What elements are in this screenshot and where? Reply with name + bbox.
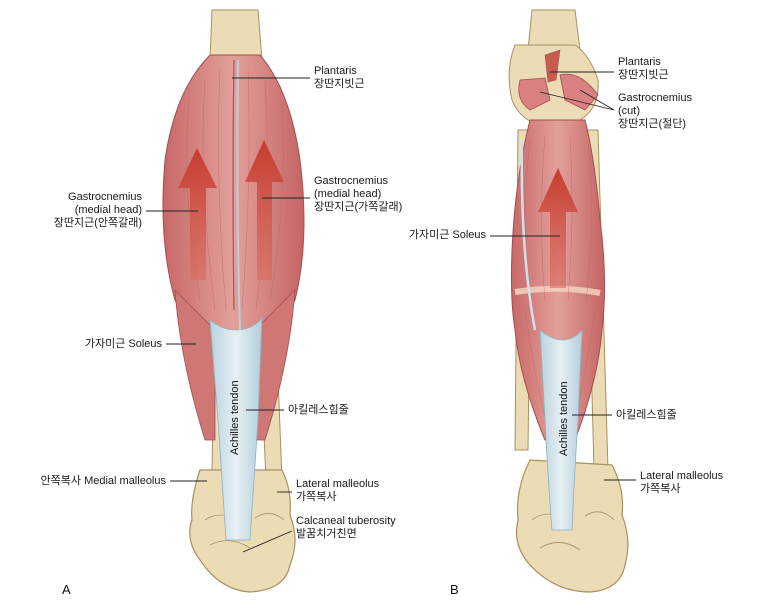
label-calcaneal-en-a: Calcaneal tuberosity [296, 515, 396, 527]
panel-letter-b: B [450, 582, 459, 597]
label-gastro-medial-en2-a: (medial head) [314, 188, 382, 200]
label-plantaris-a: Plantaris 장딴지빗근 [314, 65, 365, 91]
label-plantaris-b: Plantaris 장딴지빗근 [618, 56, 669, 82]
label-lateral-malleolus-en-b: Lateral malleolus [640, 470, 724, 482]
panel-letter-a: A [62, 582, 71, 597]
panel-a-drawing: Achilles tendon [146, 9, 310, 593]
arrow-right-a [245, 140, 284, 280]
soleus-a [174, 288, 296, 441]
label-plantaris-en-a: Plantaris [314, 65, 357, 77]
label-calcaneal-a: Calcaneal tuberosity 발꿈치거친면 [296, 515, 396, 541]
label-gastro-medial-en1-a: Gastrocnemius [314, 175, 388, 187]
femur-bone-b [527, 9, 581, 51]
label-achilles-ko-b: 아킬레스힘줄 [616, 409, 677, 421]
label-plantaris-en-b: Plantaris [618, 56, 661, 68]
label-lateral-malleolus-a: Lateral malleolus 가쪽복사 [296, 478, 379, 504]
label-gastro-cut-en1-b: Gastrocnemius [618, 92, 692, 104]
label-lateral-malleolus-en-a: Lateral malleolus [296, 478, 380, 490]
achilles-tendon-b [539, 328, 583, 531]
label-gastro-cut-ko-b: 장딴지근(절단) [618, 118, 687, 130]
achilles-tendon-label-a: Achilles tendon [229, 380, 241, 455]
label-plantaris-ko-a: 장딴지빗근 [314, 78, 365, 90]
panel-b-drawing: Achilles tendon [490, 9, 636, 593]
achilles-tendon-label-b: Achilles tendon [558, 381, 570, 456]
label-lateral-malleolus-b: Lateral malleolus 가쪽복사 [640, 470, 723, 496]
label-gastro-left-en2-a: (medial head) [74, 204, 142, 216]
label-calcaneal-ko-a: 발꿈치거친면 [296, 528, 357, 540]
arrow-left-a [178, 148, 217, 280]
label-gastro-medial-right-a: Gastrocnemius (medial head) 장딴지근(가쪽갈래) [314, 175, 402, 214]
plantaris-muscle-b [544, 49, 561, 83]
label-plantaris-ko-b: 장딴지빗근 [618, 69, 669, 81]
arrow-b [538, 168, 578, 288]
label-gastro-left-en1-a: Gastrocnemius [68, 191, 142, 203]
label-lateral-malleolus-ko-a: 가쪽복사 [296, 491, 337, 503]
femur-bone-a [209, 9, 263, 61]
label-gastro-cut-b: Gastrocnemius (cut) 장딴지근(절단) [618, 92, 692, 131]
label-lateral-malleolus-ko-b: 가쪽복사 [640, 483, 681, 495]
label-achilles-ko-a: 아킬레스힘줄 [288, 404, 349, 416]
label-medial-malleolus-a: 안쪽복사 Medial malleolus [40, 475, 166, 487]
label-gastro-left-ko-a: 장딴지근(안쪽갈래) [53, 217, 142, 229]
achilles-tendon-a [209, 316, 263, 541]
label-gastro-medial-left-a: Gastrocnemius (medial head) 장딴지근(안쪽갈래) [42, 191, 142, 230]
label-gastro-cut-en2-b: (cut) [618, 105, 640, 117]
label-soleus-a: 가자미근 Soleus [84, 338, 162, 350]
label-gastro-medial-ko-a: 장딴지근(가쪽갈래) [314, 201, 403, 213]
label-soleus-b: 가자미근 Soleus [408, 229, 486, 241]
